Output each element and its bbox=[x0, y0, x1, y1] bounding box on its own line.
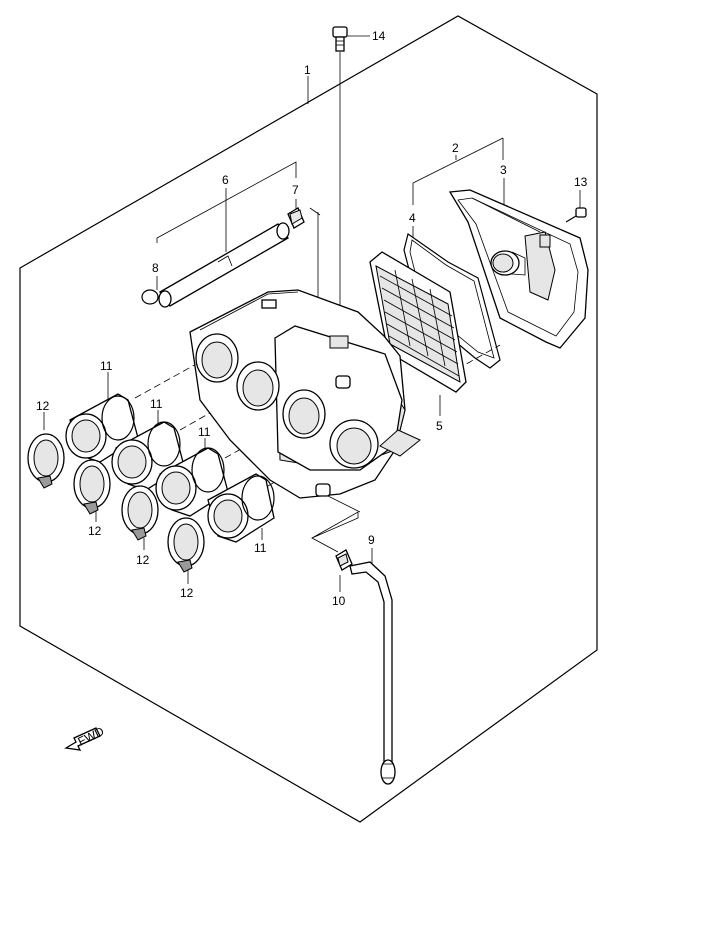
callout-11b: 11 bbox=[150, 397, 163, 411]
callout-6: 6 bbox=[222, 173, 229, 187]
clamp-7-icon bbox=[287, 207, 305, 229]
clamp-12a-icon bbox=[27, 433, 65, 489]
callout-7: 7 bbox=[292, 183, 299, 197]
air-box-case bbox=[189, 289, 421, 499]
callout-3: 3 bbox=[500, 163, 507, 177]
air-cleaner-cap bbox=[448, 189, 589, 349]
breather-hose-6 bbox=[158, 222, 290, 308]
intake-duct-11b bbox=[111, 421, 185, 491]
callout-5: 5 bbox=[436, 419, 443, 433]
fwd-label: FWD bbox=[76, 724, 107, 749]
screw-13-icon bbox=[565, 207, 587, 223]
callout-12d: 12 bbox=[180, 586, 194, 600]
clip-8-icon bbox=[141, 289, 159, 305]
clamp-12d-icon bbox=[167, 517, 205, 573]
drain-hose-9 bbox=[349, 561, 396, 785]
callout-12b: 12 bbox=[88, 524, 102, 538]
intake-duct-11d bbox=[207, 473, 275, 543]
callout-10: 10 bbox=[332, 594, 346, 608]
callout-12c: 12 bbox=[136, 553, 150, 567]
assembly-frame bbox=[19, 15, 598, 823]
callout-11c: 11 bbox=[198, 425, 211, 439]
callout-1: 1 bbox=[304, 63, 311, 77]
bolt-14-icon bbox=[332, 26, 348, 52]
clamp-10-icon bbox=[335, 549, 353, 571]
callout-11a: 11 bbox=[100, 359, 113, 373]
callout-2: 2 bbox=[452, 141, 459, 155]
clamp-12b-icon bbox=[73, 459, 111, 515]
clamp-12c-icon bbox=[121, 485, 159, 541]
callout-4: 4 bbox=[409, 211, 416, 225]
callout-14: 14 bbox=[372, 29, 386, 43]
fwd-arrow-icon: FWD bbox=[64, 724, 107, 751]
callouts: 1 2 3 4 5 6 7 8 9 10 11 11 11 11 12 12 1… bbox=[36, 29, 588, 608]
callout-8: 8 bbox=[152, 261, 159, 275]
callout-9: 9 bbox=[368, 533, 375, 547]
callout-12a: 12 bbox=[36, 399, 50, 413]
callout-13: 13 bbox=[574, 175, 588, 189]
callout-11d: 11 bbox=[254, 541, 267, 555]
